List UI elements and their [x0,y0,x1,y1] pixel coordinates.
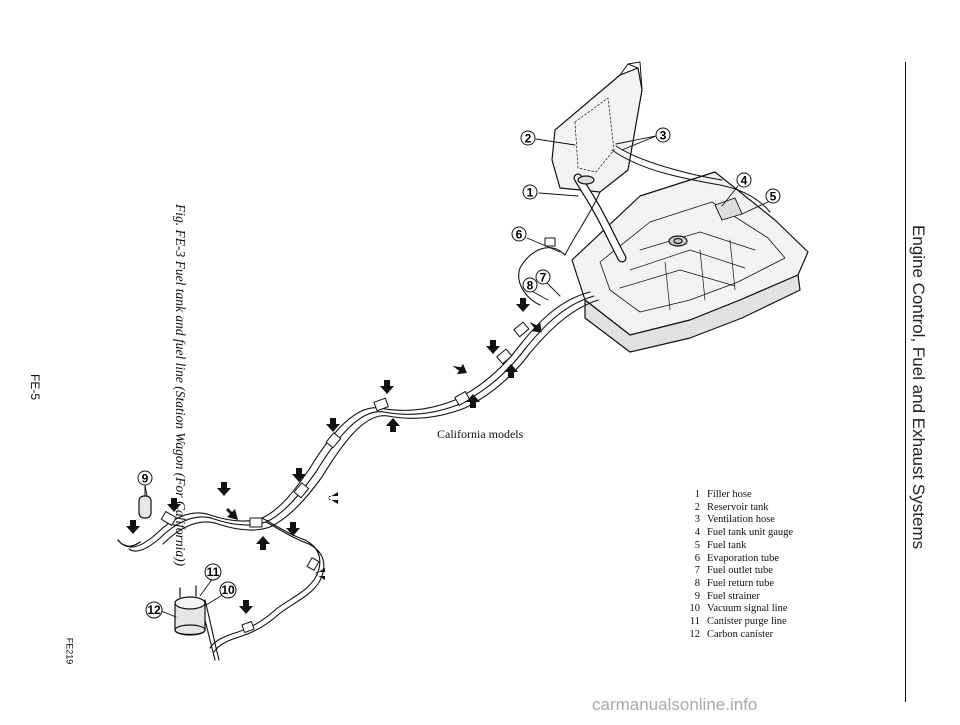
legend-item: 3 Ventilation hose [686,514,793,527]
legend-label: Vacuum signal line [707,603,788,615]
callout-8: 8 [522,277,538,293]
callout-3: 3 [655,127,671,143]
callout-10: 10 [219,581,237,599]
svg-text:1: 1 [527,186,534,200]
svg-text:7: 7 [540,271,547,285]
callout-6: 6 [511,226,527,242]
fuel-strainer [117,485,152,547]
callout-5: 5 [765,188,781,204]
svg-text:3: 3 [660,129,667,143]
callout-7: 7 [535,269,551,285]
legend-item: 7 Fuel outlet tube [686,565,793,578]
parts-legend: 1 Filler hose 2 Reservoir tank 3 Ventilatio… [686,489,794,642]
svg-text:12: 12 [147,603,161,617]
carbon-canister [174,585,206,636]
legend-item: 9 Fuel strainer [686,591,793,604]
legend-label: Fuel tank [707,539,747,551]
svg-text:9: 9 [142,472,149,486]
callout-4: 4 [736,172,752,188]
legend-number: 11 [689,616,700,628]
legend-item: 11 Canister purge line [686,616,793,629]
legend-label: Carbon canister [707,628,774,640]
svg-text:6: 6 [516,228,523,242]
svg-text:4: 4 [741,174,748,188]
section-title: Engine Control, Fuel and Exhaust Systems [909,225,928,550]
legend-item: 2 Reservoir tank [686,502,793,515]
legend-number: 9 [694,590,700,602]
legend-number: 5 [694,539,700,551]
legend-item: 4 Fuel tank unit gauge [686,527,793,540]
flow-arrows [126,298,542,614]
line-clips [160,237,556,633]
legend-label: Evaporation tube [707,552,780,564]
legend-item: 10 Vacuum signal line [686,603,793,616]
callout-2: 2 [520,130,536,146]
evaporation-tube [199,247,566,661]
callout-1: 1 [522,184,538,200]
legend-label: Fuel outlet tube [707,565,773,577]
legend-label: Fuel tank unit gauge [707,527,794,539]
legend-item: 12 Carbon canister [686,629,793,642]
reservoir-tank [551,61,643,193]
legend-number: 3 [694,514,700,526]
variant-label: California models [437,427,524,441]
legend-number: 7 [694,565,700,577]
fuel-tank [571,171,809,353]
legend-label: Fuel return tube [707,577,775,589]
legend-label: Filler hose [707,489,752,500]
figure-code: FE219 [64,637,75,665]
callout-12: 12 [145,601,163,619]
legend-item: 5 Fuel tank [686,540,793,553]
legend-number: 1 [694,489,700,500]
callout-11: 11 [204,563,222,581]
legend-number: 12 [689,628,701,640]
svg-text:11: 11 [207,565,220,579]
legend-number: 2 [694,501,700,513]
legend-item: 6 Evaporation tube [686,553,793,566]
filler-hose [573,173,627,263]
figure-caption: Fig. FE-3 Fuel tank and fuel line (Stati… [173,204,188,567]
legend-number: 4 [694,527,700,539]
page-number: FE-5 [28,373,43,401]
ventilation-hose [564,145,771,256]
legend-label: Reservoir tank [707,501,769,513]
legend-label: Fuel strainer [707,590,760,602]
svg-text:5: 5 [770,190,777,204]
watermark-link[interactable]: carmanualsonline.info [592,695,758,714]
legend-item: 8 Fuel return tube [686,578,793,591]
svg-text:8: 8 [527,279,534,293]
svg-text:2: 2 [525,132,532,146]
legend-item: 1 Filler hose [686,489,793,502]
svg-text:10: 10 [221,583,235,597]
legend-number: 6 [694,552,700,564]
callout-9: 9 [137,470,153,486]
callout-markers: 1 2 3 4 5 6 7 8 9 10 11 12 [137,127,781,619]
vertical-rule [905,62,906,702]
legend-number: 8 [694,577,700,589]
legend-number: 10 [689,603,701,615]
legend-label: Canister purge line [707,616,787,628]
legend-label: Ventilation hose [707,514,775,526]
